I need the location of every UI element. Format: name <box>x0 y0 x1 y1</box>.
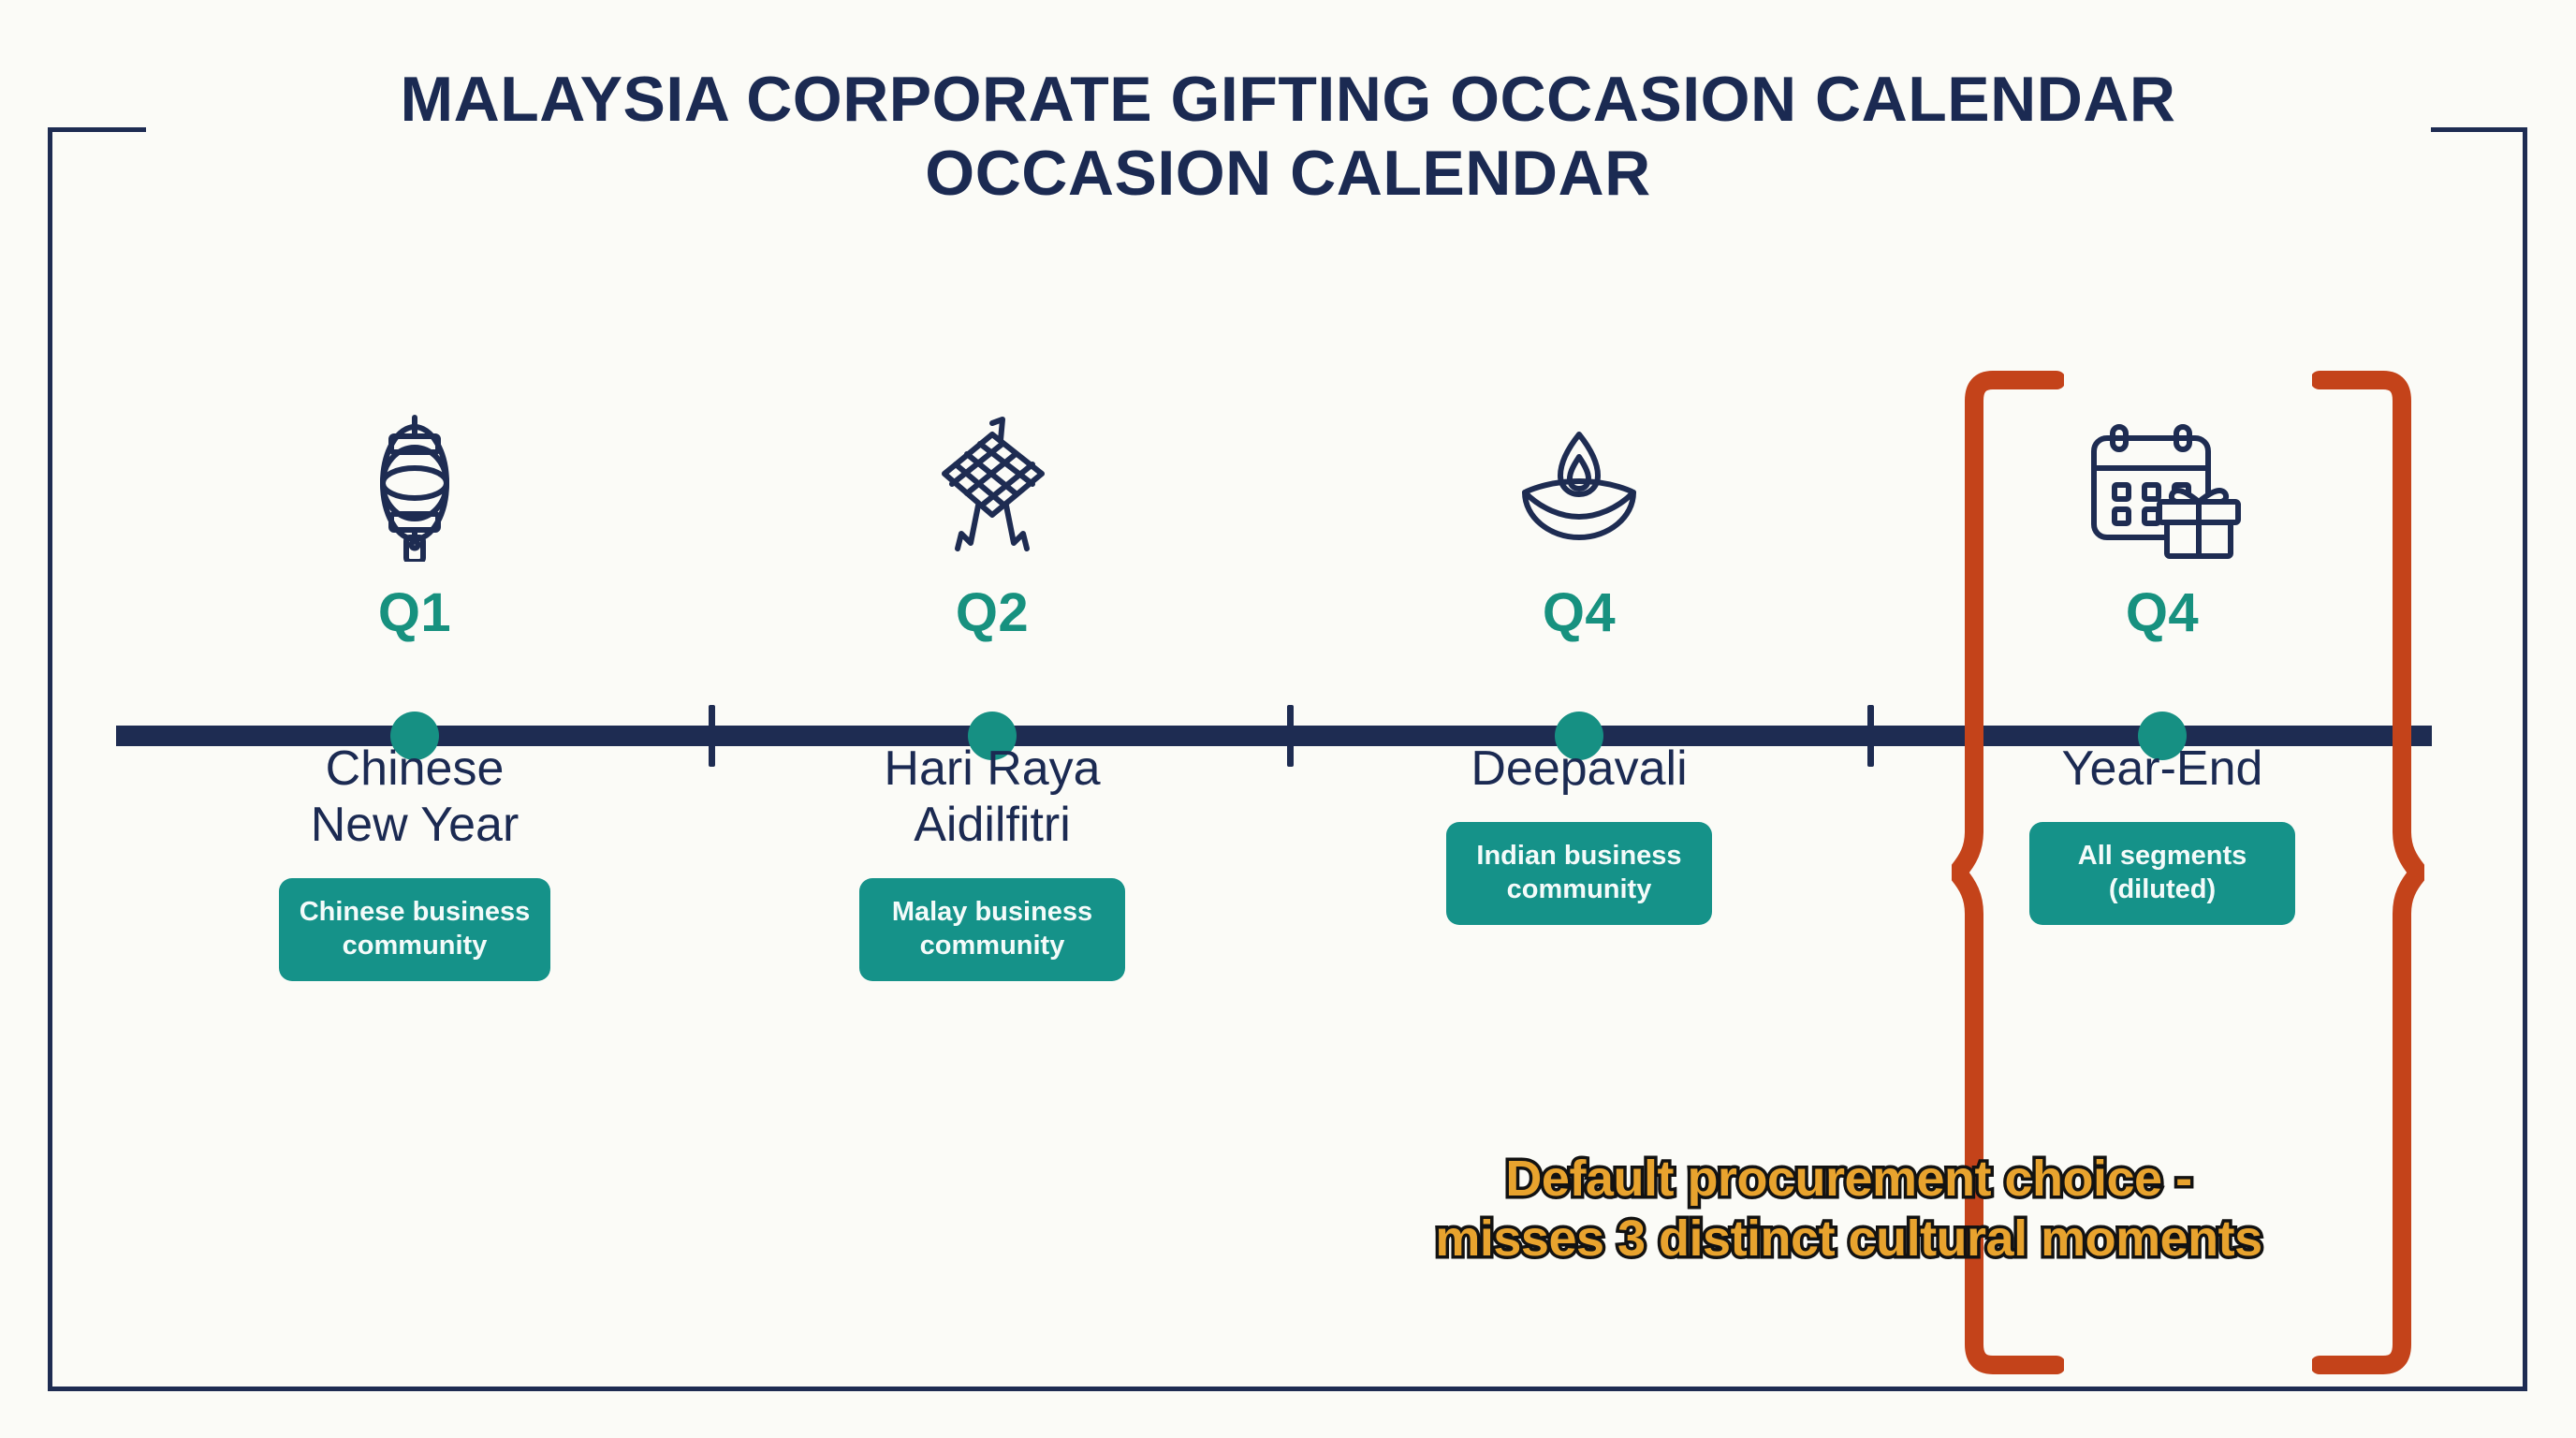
timeline-dot-q4-deepavali[interactable] <box>1555 712 1603 760</box>
milestone-quarter-label: Q4 <box>1542 582 1617 643</box>
milestone-deepavali[interactable]: Q4 Deepavali Indian business community <box>1373 412 1785 926</box>
milestone-quarter-label: Q4 <box>2125 582 2200 643</box>
frame-border-bottom <box>48 1387 2527 1391</box>
frame-border-right <box>2523 127 2527 1391</box>
milestone-segment-badge: Indian business community <box>1446 821 1712 926</box>
milestone-occasion-name: Year-End <box>2061 741 2263 796</box>
milestone-segment-badge: Malay business community <box>859 877 1125 982</box>
milestone-occasion-name: Hari Raya Aidilfitri <box>884 741 1101 852</box>
timeline-axis <box>116 726 2432 746</box>
frame-border-top-right <box>2431 127 2527 132</box>
timeline-tick <box>709 705 715 767</box>
timeline-dot-q1-cny[interactable] <box>390 712 439 760</box>
page-title-line-2: OCCASION CALENDAR <box>925 138 1651 210</box>
milestone-hari-raya-aidilfitri[interactable]: Q2 Hari Raya Aidilfitri Malay business c… <box>786 412 1198 982</box>
frame-border-top-left <box>48 127 146 132</box>
timeline-dot-q4-year-end[interactable] <box>2138 712 2187 760</box>
milestone-occasion-name: Chinese New Year <box>310 741 520 852</box>
milestone-segment-badge: All segments (diluted) <box>2029 821 2295 926</box>
milestone-quarter-label: Q1 <box>377 582 452 643</box>
timeline-tick <box>1287 705 1294 767</box>
milestone-segment-badge: Chinese business community <box>278 877 551 982</box>
oil-lamp-diya-icon <box>1373 412 1785 562</box>
highlight-bracket-right <box>2312 371 2424 1374</box>
milestone-occasion-name: Deepavali <box>1471 741 1688 796</box>
highlight-bracket-left <box>1952 371 2064 1374</box>
milestone-year-end[interactable]: Q4 Year-End All segments (diluted) <box>1956 412 2368 926</box>
page-title-line-1: MALAYSIA CORPORATE GIFTING OCCASION CALE… <box>400 64 2176 135</box>
ketupat-icon <box>786 412 1198 562</box>
timeline-dot-q2-hari-raya[interactable] <box>968 712 1017 760</box>
milestone-chinese-new-year[interactable]: Q1 Chinese New Year Chinese business com… <box>209 412 621 982</box>
calendar-gift-icon <box>1956 412 2368 562</box>
annotation-callout: Default procurement choice - misses 3 di… <box>1432 1147 2266 1269</box>
page-title: MALAYSIA CORPORATE GIFTING OCCASION CALE… <box>0 64 2576 210</box>
timeline-tick <box>1867 705 1874 767</box>
milestone-quarter-label: Q2 <box>955 582 1030 643</box>
frame-border-left <box>48 127 52 1391</box>
chinese-lantern-icon <box>209 412 621 562</box>
